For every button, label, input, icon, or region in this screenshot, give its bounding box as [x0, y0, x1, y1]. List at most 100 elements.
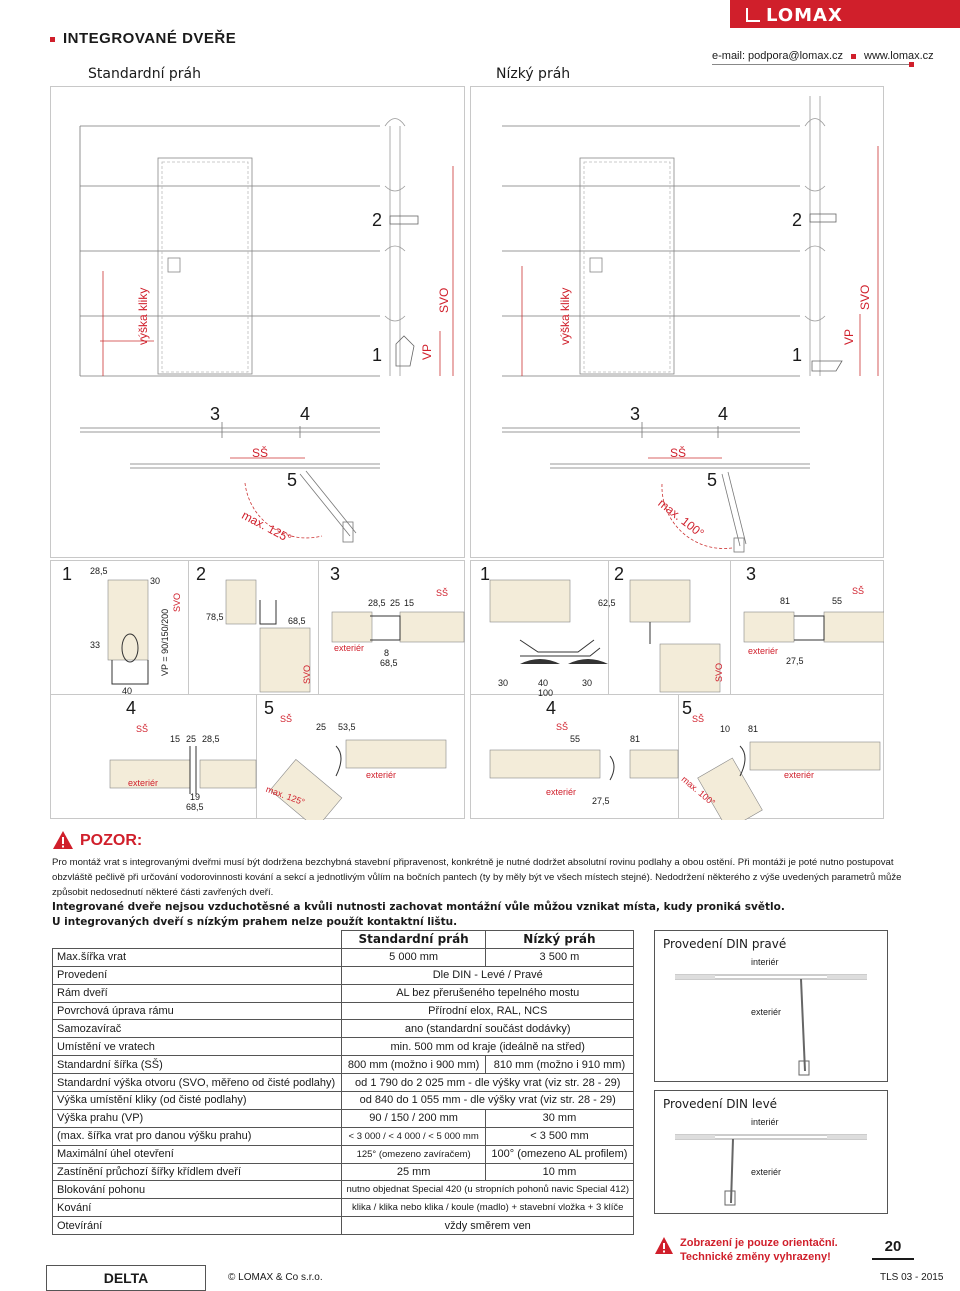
- din-right-interier: interiér: [751, 957, 779, 967]
- contact-line: e-mail: podpora@lomax.cz www.lomax.cz: [712, 50, 934, 62]
- dl-num4: 4: [126, 698, 137, 718]
- dl3-dim-25: 25: [390, 598, 401, 608]
- dl4-dim-25: 25: [186, 734, 197, 744]
- col-title-standard: Standardní práh: [88, 66, 201, 82]
- dr1-dim-100: 100: [538, 688, 554, 698]
- dl4-dim-28-5: 28,5: [202, 734, 220, 744]
- cell-standard: 5 000 mm: [341, 947, 486, 967]
- door-drawings: [50, 86, 884, 558]
- din-right-title: Provedení DIN pravé: [663, 937, 787, 951]
- row-label: (max. šířka vrat pro danou výšku prahu): [51, 1126, 343, 1146]
- row-label: Otevírání: [51, 1216, 343, 1236]
- dr5-ss: SŠ: [692, 714, 705, 724]
- dl4-exterier: exteriér: [128, 778, 159, 788]
- dr5-exterier: exteriér: [784, 770, 815, 780]
- dl1-svo: SVO: [172, 592, 182, 612]
- dr4-exterier: exteriér: [546, 787, 577, 797]
- cell-low: 10 mm: [484, 1162, 635, 1182]
- dl5-exterier: exteriér: [366, 770, 397, 780]
- cell-span: nutno objednat Special 420 (u stropních …: [341, 1180, 634, 1200]
- warning-paragraph-3: U integrovaných dveří s nízkým prahem ne…: [52, 916, 458, 928]
- left-plan-ss: SŠ: [252, 446, 269, 460]
- row-label: Provedení: [51, 965, 343, 985]
- left-plan-num5: 5: [287, 470, 298, 490]
- cell-span: Přírodní elox, RAL, NCS: [341, 1001, 634, 1021]
- footer-note-1: Zobrazení je pouze orientační.: [680, 1237, 838, 1249]
- cell-span: od 1 790 do 2 025 mm - dle výšky vrat (v…: [341, 1073, 634, 1093]
- dl1-vp: VP = 90/150/200: [160, 608, 170, 676]
- row-label: Maximální úhel otevření: [51, 1144, 343, 1164]
- brand-delta: DELTA: [46, 1265, 206, 1291]
- table-row: Výška umístění kliky (od čisté podlahy)o…: [51, 1091, 634, 1110]
- right-plan-num5: 5: [707, 470, 718, 490]
- dl5-dim-53-5: 53,5: [338, 722, 356, 732]
- left-plan-num4: 4: [300, 404, 311, 424]
- row-label: Výška prahu (VP): [51, 1108, 343, 1128]
- cell-span: klika / klika nebo klika / koule (madlo)…: [341, 1198, 634, 1218]
- cell-low: 100° (omezeno AL profilem): [484, 1144, 635, 1164]
- row-label: Max.šířka vrat: [51, 947, 343, 967]
- dr1-dim-30b: 30: [582, 678, 593, 688]
- table-row: Standardní výška otvoru (SVO, měřeno od …: [51, 1073, 634, 1093]
- dr1-dim-30a: 30: [498, 678, 509, 688]
- dl3-dim-8: 8: [384, 648, 390, 658]
- din-left-interier: interiér: [751, 1117, 779, 1127]
- detail-drawings: [50, 560, 884, 820]
- cell-span: ano (standardní součást dodávky): [341, 1019, 634, 1039]
- left-elev-num1: 1: [372, 345, 383, 365]
- left-plan: [80, 422, 380, 543]
- row-label: Samozavírač: [51, 1019, 343, 1039]
- dl4-dim-68-5: 68,5: [186, 802, 204, 812]
- web-link[interactable]: www.lomax.cz: [864, 50, 934, 62]
- dl1-dim-33: 33: [90, 640, 101, 650]
- dr2-svo: SVO: [714, 662, 724, 682]
- right-plan: [502, 422, 810, 553]
- cell-span: Dle DIN - Levé / Pravé: [341, 965, 634, 985]
- row-label: Blokování pohonu: [51, 1180, 343, 1200]
- dr5-dim-10: 10: [720, 724, 731, 734]
- dr-num3: 3: [746, 564, 757, 584]
- dl4-dim-19: 19: [190, 792, 201, 802]
- footer-note: Zobrazení je pouze orientační. Technické…: [680, 1236, 838, 1264]
- cell-span: min. 500 mm od kraje (ideálně na střed): [341, 1037, 634, 1057]
- dl4-dim-15: 15: [170, 734, 181, 744]
- right-svo-label: SVO: [858, 284, 872, 310]
- email-link[interactable]: e-mail: podpora@lomax.cz: [712, 50, 843, 62]
- row-label: Zastínění průchozí šířky křídlem dveří: [51, 1162, 343, 1182]
- table-header-blank: [52, 930, 343, 949]
- caution-icon: [655, 1237, 673, 1254]
- dr5-dim-81: 81: [748, 724, 759, 734]
- logo-text: LOMAX: [766, 5, 843, 26]
- lomax-logo: LOMAX: [730, 0, 960, 28]
- cell-standard: 90 / 150 / 200 mm: [341, 1108, 486, 1128]
- dr1-dim-40: 40: [538, 678, 549, 688]
- dr-num5: 5: [682, 698, 693, 718]
- dl3-dim-15: 15: [404, 598, 415, 608]
- dl3-dim-28-5: 28,5: [368, 598, 386, 608]
- dl1-dim-40: 40: [122, 686, 133, 696]
- cell-span: vždy směrem ven: [341, 1216, 634, 1236]
- dr3-dim-27-5: 27,5: [786, 656, 804, 666]
- dl-num2: 2: [196, 564, 207, 584]
- left-plan-num3: 3: [210, 404, 221, 424]
- footer-copyright: © LOMAX & Co s.r.o.: [228, 1272, 323, 1283]
- dr4-dim-55: 55: [570, 734, 581, 744]
- cell-low: 30 mm: [484, 1108, 635, 1128]
- table-row: Standardní šířka (SŠ)800 mm (možno i 900…: [51, 1055, 635, 1075]
- right-vp-label: VP: [842, 328, 856, 345]
- row-label: Povrchová úprava rámu: [51, 1001, 343, 1021]
- din-left-box: Provedení DIN levé interiér exteriér: [654, 1090, 888, 1214]
- right-plan-num3: 3: [630, 404, 641, 424]
- cell-span: AL bez přerušeného tepelného mostu: [341, 983, 634, 1003]
- right-handle-height-label: výška kliky: [558, 287, 572, 345]
- table-header-row: Standardní práh Nízký práh: [52, 930, 635, 949]
